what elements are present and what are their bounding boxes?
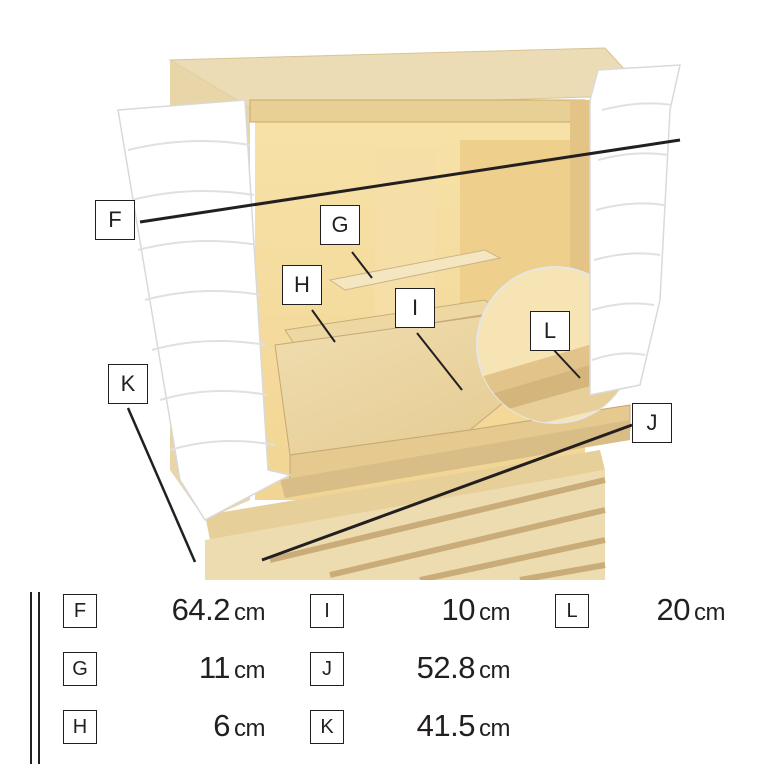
cabinet-drawing xyxy=(117,47,681,583)
legend-key-j: J xyxy=(310,652,344,686)
callout-f: F xyxy=(95,200,135,240)
cabinet-illustration: F G H I L K J xyxy=(95,47,681,583)
callout-i: I xyxy=(395,288,435,328)
legend-key-i: I xyxy=(310,594,344,628)
callout-j: J xyxy=(632,403,672,443)
legend-key-k: K xyxy=(310,710,344,744)
top-frame xyxy=(249,99,586,123)
leader-h xyxy=(311,309,336,343)
legend-key-h: H xyxy=(63,710,97,744)
callout-k: K xyxy=(108,364,148,404)
cabinet-base-front xyxy=(280,420,630,498)
callout-h: H xyxy=(282,265,322,305)
cabinet-top xyxy=(168,47,650,109)
shelf-upper xyxy=(328,249,502,291)
leader-g xyxy=(351,251,373,279)
leader-k xyxy=(126,407,197,563)
dimension-line-j xyxy=(261,423,633,562)
right-door xyxy=(589,64,681,396)
leader-lines xyxy=(126,138,681,563)
callout-g: G xyxy=(320,205,360,245)
callout-l: L xyxy=(530,311,570,351)
legend-bar-left xyxy=(30,592,32,764)
dimension-line-f xyxy=(139,138,681,224)
legend-key-l: L xyxy=(555,594,589,628)
leader-l xyxy=(551,347,581,379)
base-slats xyxy=(269,477,606,583)
legend-key-f: F xyxy=(63,594,97,628)
leader-i xyxy=(416,332,463,391)
legend-key-g: G xyxy=(63,652,97,686)
legend-bar-right xyxy=(38,592,40,764)
